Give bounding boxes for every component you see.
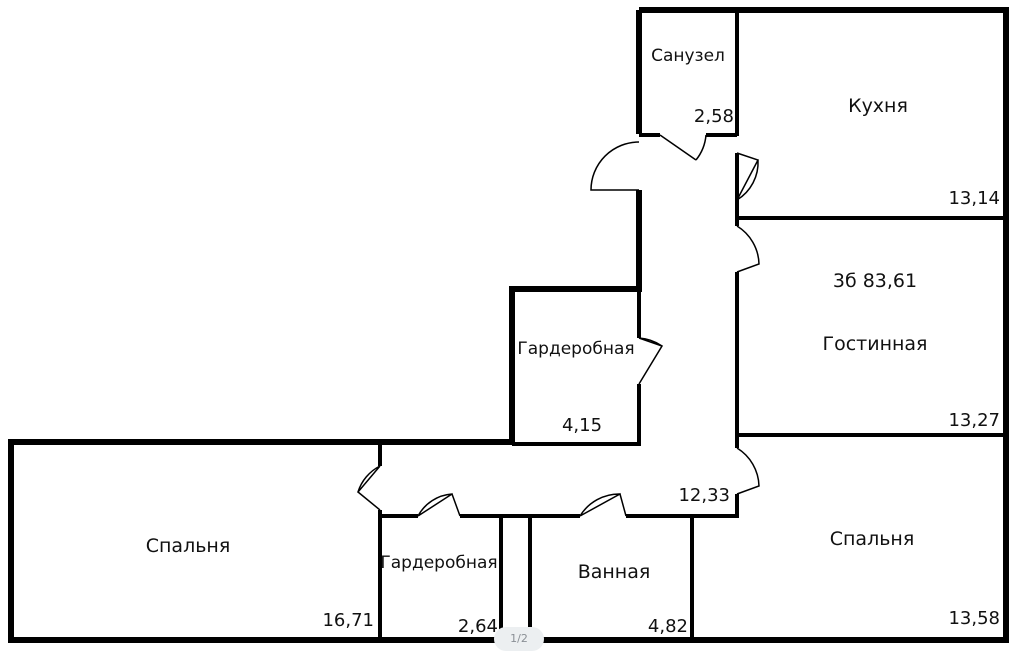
room-area-wardrobe-lower: 2,64	[458, 616, 498, 637]
plan-total: 3б 83,61	[833, 270, 917, 292]
door-bedroom-right	[736, 447, 760, 495]
room-name-wardrobe-lower: Гардеробная	[380, 553, 497, 573]
doors	[356, 134, 760, 517]
door-sanuzel	[659, 134, 707, 161]
door-bath	[579, 492, 627, 517]
room-name-sanuzel: Санузел	[651, 46, 725, 66]
door-entrance	[590, 141, 640, 191]
room-area-bedroom-right: 13,58	[948, 608, 1000, 629]
walls	[8, 7, 1009, 643]
room-name-bedroom-left: Спальня	[146, 535, 231, 557]
room-area-bedroom-left: 16,71	[322, 610, 374, 631]
labels: Санузел 2,58 Кухня 13,14 3б 83,61 Гостин…	[146, 46, 1000, 637]
room-area-kitchen: 13,14	[948, 188, 1000, 209]
room-name-wardrobe-upper: Гардеробная	[517, 339, 634, 359]
room-area-wardrobe-upper: 4,15	[562, 415, 602, 436]
room-name-bath: Ванная	[578, 561, 651, 583]
door-wardrobe-lower	[417, 492, 461, 517]
room-name-bedroom-right: Спальня	[830, 528, 915, 550]
room-name-living: Гостинная	[823, 333, 928, 355]
room-area-sanuzel: 2,58	[694, 106, 734, 127]
room-area-living: 13,27	[948, 410, 1000, 431]
room-name-kitchen: Кухня	[848, 95, 908, 117]
room-area-corridor: 12,33	[678, 485, 730, 506]
room-area-bath: 4,82	[648, 616, 688, 637]
door-bedroom-left	[356, 465, 381, 511]
page-indicator: 1/2	[494, 627, 544, 651]
door-wardrobe-upper	[638, 337, 664, 385]
door-living	[736, 225, 760, 273]
door-kitchen	[736, 152, 760, 201]
